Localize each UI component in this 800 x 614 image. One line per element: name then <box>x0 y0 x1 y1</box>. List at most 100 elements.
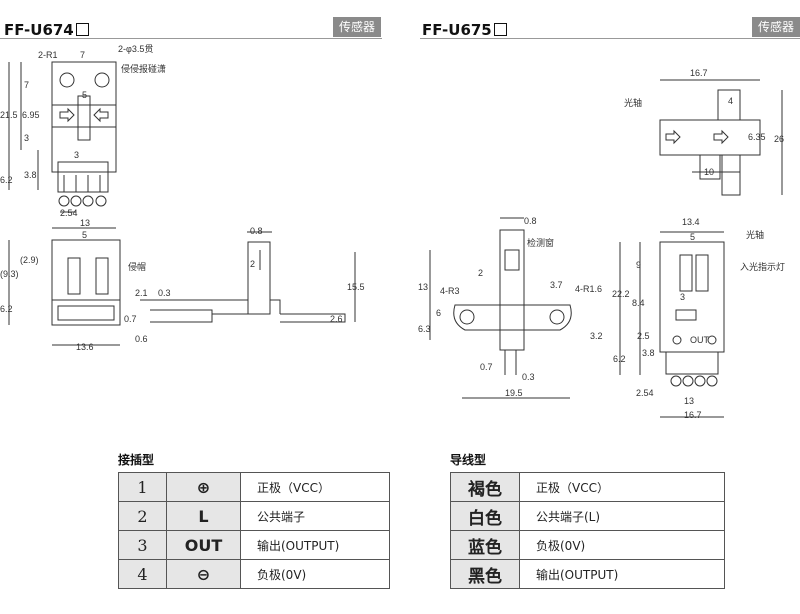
lead-wire-table: 褐色 正极（VCC） 白色 公共端子(L) 蓝色 负极(0V) 黑色 输出(OU… <box>450 472 725 589</box>
dim-rs-9: 9 <box>636 260 641 270</box>
dim-prof-2-1: 2.1 <box>135 288 148 298</box>
dim-prof-15-5: 15.5 <box>347 282 365 292</box>
label-out: OUT <box>690 335 710 345</box>
wire-color: 褐色 <box>450 472 520 502</box>
dim-left-9-3: (9.3) <box>0 269 19 279</box>
wire-color: 黑色 <box>450 559 520 589</box>
dim-left-13-6: 13.6 <box>76 342 94 352</box>
right-category-badge: 传感器 <box>752 17 800 37</box>
dim-rs-3-8: 3.8 <box>642 348 655 358</box>
table-row: 2 L 公共端子 <box>118 501 390 531</box>
dim-r-0-7: 0.7 <box>480 362 493 372</box>
dim-rs-2-54: 2.54 <box>636 388 654 398</box>
dim-left-side-6-2: 6.2 <box>0 304 13 314</box>
left-profile-view <box>140 231 356 323</box>
dim-left-3b: 3 <box>74 150 79 160</box>
dim-left-note: 侵侵报碰潇 <box>121 63 166 74</box>
dim-r-6-3: 6.3 <box>418 324 431 334</box>
right-side-view <box>619 231 725 418</box>
right-top-view <box>659 79 783 196</box>
plus-circle-icon: ⊕ <box>166 472 241 502</box>
dim-r-4r3: 4-R3 <box>440 286 460 296</box>
dim-left-side-5: 5 <box>82 230 87 240</box>
pin-number: 2 <box>118 501 167 531</box>
right-front-view <box>429 217 572 399</box>
dim-left-3a: 3 <box>24 133 29 143</box>
dim-rs-16-7: 16.7 <box>684 410 702 420</box>
dim-r-4r1-6: 4-R1.6 <box>575 284 602 294</box>
right-model-title: FF-U675 <box>422 21 507 39</box>
wire-description: 负极(0V) <box>519 530 725 560</box>
dim-prof-0-7: 0.7 <box>124 314 137 324</box>
dim-left-2-54: 2.54 <box>60 208 78 218</box>
dim-rs-22-2: 22.2 <box>612 289 630 299</box>
dim-prof-0-6: 0.6 <box>135 334 148 344</box>
dim-prof-2: 2 <box>250 259 255 269</box>
table-row: 褐色 正极（VCC） <box>450 472 725 502</box>
pin-description: 负极(0V) <box>240 559 390 589</box>
wire-description: 正极（VCC） <box>519 472 725 502</box>
dim-r-16-7: 16.7 <box>690 68 708 78</box>
table-row: 蓝色 负极(0V) <box>450 530 725 560</box>
dim-left-hole: 2-φ3.5贯 <box>118 44 153 54</box>
table-row: 黑色 输出(OUTPUT) <box>450 559 725 589</box>
label-optical-axis-b: 光轴 <box>746 229 764 240</box>
dim-rs-5: 5 <box>690 232 695 242</box>
right-header-rule <box>420 38 800 39</box>
dim-rs-13: 13 <box>684 396 694 406</box>
pin-description: 公共端子 <box>240 501 390 531</box>
dim-r-4: 4 <box>728 96 733 106</box>
left-side-view <box>8 239 121 346</box>
dim-rs-13-4: 13.4 <box>682 217 700 227</box>
right-table-title: 导线型 <box>450 453 487 467</box>
dim-rs-8-4: 8.4 <box>632 298 645 308</box>
dim-r-13: 13 <box>418 282 428 292</box>
pin-symbol: OUT <box>166 530 241 560</box>
pin-symbol: L <box>166 501 241 531</box>
dim-rs-6-2: 6.2 <box>613 354 626 364</box>
dim-r-26: 26 <box>774 134 784 144</box>
wire-description: 输出(OUTPUT) <box>519 559 725 589</box>
label-cap: 侵帽 <box>128 261 146 272</box>
left-category-badge: 传感器 <box>333 17 381 37</box>
dim-r-3-2: 3.2 <box>590 331 603 341</box>
dim-left-5: 5 <box>82 90 87 100</box>
label-indicator: 入光指示灯 <box>740 261 785 272</box>
label-detect-window: 检测窗 <box>527 237 554 248</box>
dim-left-7a: 7 <box>80 50 85 60</box>
dim-r-19-5: 19.5 <box>505 388 523 398</box>
pin-description: 正极（VCC） <box>240 472 390 502</box>
pin-number: 3 <box>118 530 167 560</box>
dimension-drawings: 2-R1 7 2-φ3.5贯 侵侵报碰潇 5 7 21.5 6.95 3 3 6… <box>0 44 785 420</box>
dim-left-7b: 7 <box>24 80 29 90</box>
dim-r-6: 6 <box>436 308 441 318</box>
table-row: 3 OUT 输出(OUTPUT) <box>118 530 390 560</box>
left-header-rule <box>0 38 382 39</box>
wire-description: 公共端子(L) <box>519 501 725 531</box>
dim-rs-3: 3 <box>680 292 685 302</box>
pin-number: 1 <box>118 472 167 502</box>
dim-left-13: 13 <box>80 218 90 228</box>
dim-r-10: 10 <box>704 167 714 177</box>
pin-description: 输出(OUTPUT) <box>240 530 390 560</box>
dim-prof-0-8: 0.8 <box>250 226 263 236</box>
wire-color: 蓝色 <box>450 530 520 560</box>
table-row: 1 ⊕ 正极（VCC） <box>118 472 390 502</box>
dim-left-21-5: 21.5 <box>0 110 18 120</box>
left-model-title: FF-U674 <box>4 21 89 39</box>
connector-table: 1 ⊕ 正极（VCC） 2 L 公共端子 3 OUT 输出(OUTPUT) 4 … <box>118 472 390 589</box>
label-optical-axis-a: 光轴 <box>624 97 642 108</box>
dim-left-2r1: 2-R1 <box>38 50 58 60</box>
dim-r-0-3: 0.3 <box>522 372 535 382</box>
dim-prof-0-3: 0.3 <box>158 288 171 298</box>
dim-r-6-35: 6.35 <box>748 132 766 142</box>
dim-r-2: 2 <box>478 268 483 278</box>
dim-left-3-8: 3.8 <box>24 170 37 180</box>
dim-left-6-2: 6.2 <box>0 175 13 185</box>
left-table-title: 接插型 <box>118 453 155 467</box>
dim-r-3-7: 3.7 <box>550 280 563 290</box>
left-top-view <box>8 61 117 229</box>
table-row: 白色 公共端子(L) <box>450 501 725 531</box>
wire-color: 白色 <box>450 501 520 531</box>
pin-number: 4 <box>118 559 167 589</box>
